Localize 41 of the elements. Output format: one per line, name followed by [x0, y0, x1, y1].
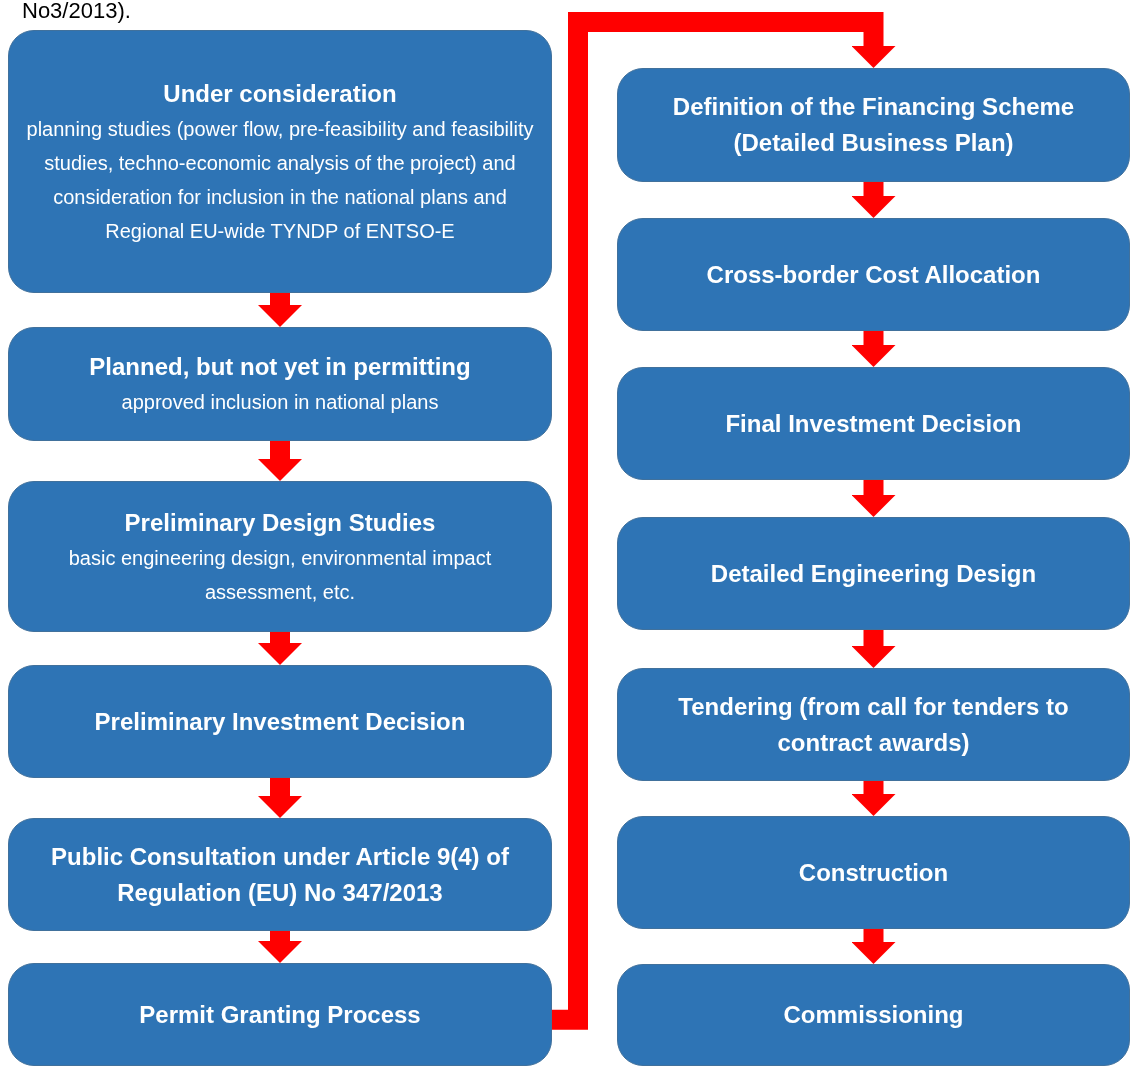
process-box	[617, 964, 1130, 1066]
arrow	[258, 293, 302, 327]
arrow	[851, 630, 896, 668]
step-title: Planned, but not yet in permitting	[89, 352, 471, 382]
step-title: Commissioning	[783, 1000, 964, 1030]
process-box	[617, 668, 1130, 781]
process-box	[617, 816, 1130, 929]
step-title: Public Consultation under Article 9(4) of Regulation (EU) No 347/2013	[50, 841, 510, 908]
arrow	[258, 931, 302, 963]
process-box	[8, 481, 552, 632]
arrow	[851, 331, 896, 367]
process-box	[617, 367, 1130, 480]
process-box	[617, 218, 1130, 331]
step-description: planning studies (power flow, pre-feasibility and feasibility studies, techno-economic analysis of the project) and consideration for inclusion in the national plans and Regional EU-wide TYNDP of ENTSO-E	[25, 116, 535, 244]
arrow	[258, 441, 302, 481]
step-title: Detailed Engineering Design	[710, 558, 1037, 589]
process-box	[8, 963, 552, 1066]
arrow	[258, 632, 302, 665]
step-title: Preliminary Investment Decision	[94, 706, 466, 737]
step-description: basic engineering design, environmental impact assessment, etc.	[67, 545, 493, 605]
process-box	[8, 818, 552, 931]
process-box	[8, 327, 552, 441]
step-title: Definition of the Financing Scheme (Detailed Business Plan)	[671, 92, 1076, 158]
step-title: Permit Granting Process	[139, 999, 421, 1030]
arrow	[851, 929, 896, 964]
step-title: Preliminary Design Studies	[124, 507, 436, 538]
arrow	[851, 480, 896, 517]
step-title: Cross-border Cost Allocation	[706, 259, 1041, 290]
step-title: Construction	[798, 857, 949, 888]
process-box	[617, 517, 1130, 630]
step-title: Final Investment Decision	[725, 408, 1022, 439]
arrow	[552, 12, 896, 1030]
process-box	[8, 665, 552, 778]
step-description: approved inclusion in national plans	[121, 390, 439, 415]
arrow	[851, 182, 896, 218]
process-box	[617, 68, 1130, 182]
arrow	[851, 781, 896, 816]
step-title: Under consideration	[163, 78, 397, 109]
arrow	[258, 778, 302, 818]
process-box	[8, 30, 552, 293]
step-title: Tendering (from call for tenders to contract awards)	[677, 691, 1070, 758]
